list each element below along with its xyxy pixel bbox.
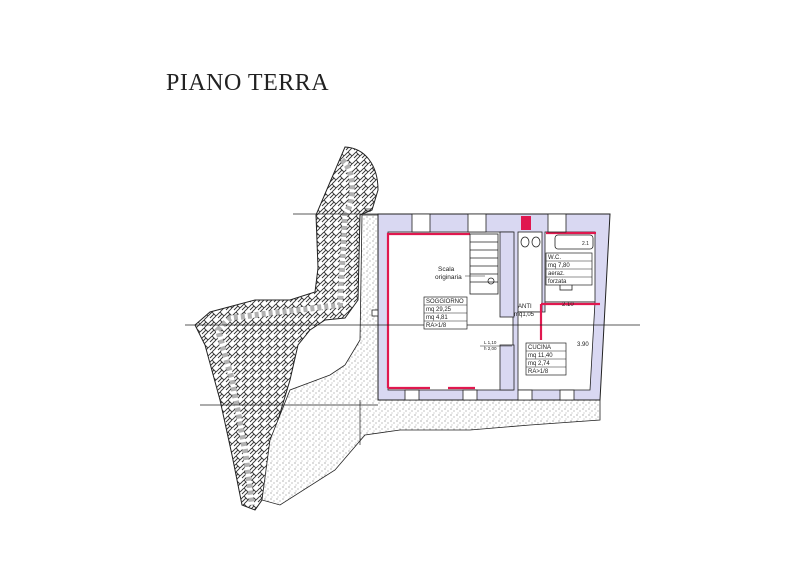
retaining-wall xyxy=(194,146,379,511)
svg-text:SOGGIORNO: SOGGIORNO xyxy=(426,299,464,305)
svg-text:CUCINA: CUCINA xyxy=(528,345,551,351)
room-label-anti: ANTI mq1,05 xyxy=(514,304,535,318)
chimney-red xyxy=(521,216,531,230)
dimension-390: 3.90 xyxy=(577,342,589,348)
svg-text:mq 11,40: mq 11,40 xyxy=(528,353,553,359)
svg-text:ANTI: ANTI xyxy=(518,304,532,310)
svg-text:W.C.: W.C. xyxy=(548,255,561,261)
svg-text:forzata: forzata xyxy=(548,279,567,285)
stair-label: Scala xyxy=(438,266,455,273)
room-label-cucina: CUCINA mq 11,40 mq 2,74 RA>1/8 xyxy=(525,342,567,376)
svg-text:mq 4,81: mq 4,81 xyxy=(426,315,448,321)
page-title: PIANO TERRA xyxy=(166,70,330,96)
room-label-soggiorno: SOGGIORNO mq 29,25 mq 4,81 RA>1/8 xyxy=(423,296,468,330)
guide-lines xyxy=(185,213,640,445)
door-height: h 2,00 xyxy=(484,346,497,351)
svg-text:mq 7,80: mq 7,80 xyxy=(548,263,570,269)
door-width: L 1,10 xyxy=(484,340,497,345)
room-label-wc: W.C. mq 7,80 aeraz. forzata xyxy=(545,252,593,286)
svg-text:RA>1/8: RA>1/8 xyxy=(426,323,447,329)
annotations: Scala originaria L 1,10 h 2,00 2.10 3.90… xyxy=(435,241,589,351)
svg-text:mq 2,74: mq 2,74 xyxy=(528,361,550,367)
svg-text:mq 29,25: mq 29,25 xyxy=(426,307,452,313)
svg-text:mq1,05: mq1,05 xyxy=(514,312,535,318)
svg-text:RA>1/8: RA>1/8 xyxy=(528,369,549,375)
stairs xyxy=(469,233,499,295)
svg-text:aeraz.: aeraz. xyxy=(548,271,565,277)
marker-square xyxy=(371,309,379,317)
dimension-bath: 2.1 xyxy=(582,241,589,247)
highlight-lines xyxy=(386,231,600,390)
stair-label-2: originaria xyxy=(435,274,462,281)
dimension-210: 2.10 xyxy=(562,302,574,308)
windows xyxy=(404,213,575,401)
